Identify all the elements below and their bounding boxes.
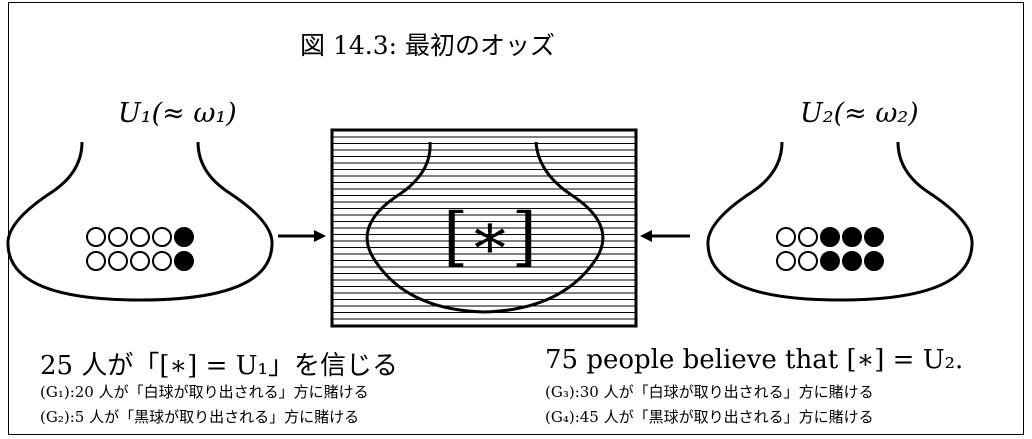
arrow-left-to-center	[278, 230, 326, 242]
white-ball	[776, 251, 796, 271]
white-ball	[108, 227, 128, 247]
black-ball	[174, 227, 194, 247]
urn-center	[365, 141, 605, 314]
white-ball	[86, 227, 106, 247]
urn-right-label: U₂(≈ ω₂)	[800, 98, 919, 129]
black-ball	[820, 251, 840, 271]
right-group-g4: (G₄):45 人が「黒球が取り出される」方に賭ける	[545, 408, 874, 426]
black-ball	[820, 227, 840, 247]
right-group-g3: (G₃):30 人が「白球が取り出される」方に賭ける	[545, 383, 874, 401]
white-ball	[130, 251, 150, 271]
left-belief-text: 25 人が「[∗] = U₁」を信じる	[40, 351, 398, 381]
white-ball	[152, 251, 172, 271]
white-ball	[776, 227, 796, 247]
center-label: [∗]	[443, 200, 536, 274]
white-ball	[130, 227, 150, 247]
figure-frame	[8, 2, 1024, 435]
white-ball	[152, 227, 172, 247]
left-group-g1: (G₁):20 人が「白球が取り出される」方に賭ける	[40, 383, 369, 401]
black-ball	[842, 251, 862, 271]
black-ball	[174, 251, 194, 271]
left-group-g2: (G₂):5 人が「黒球が取り出される」方に賭ける	[40, 408, 360, 426]
urn-left-label: U₁(≈ ω₁)	[118, 98, 237, 129]
white-ball	[798, 251, 818, 271]
white-ball	[108, 251, 128, 271]
white-ball	[86, 251, 106, 271]
urn-right-balls	[776, 227, 884, 271]
urn-left-balls	[86, 227, 194, 271]
black-ball	[864, 251, 884, 271]
urn-left	[6, 141, 274, 302]
center-box	[330, 128, 638, 328]
black-ball	[864, 227, 884, 247]
figure-title: 図 14.3: 最初のオッズ	[300, 31, 555, 60]
white-ball	[798, 227, 818, 247]
arrow-right-to-center	[640, 230, 690, 242]
urn-right	[706, 141, 974, 302]
black-ball	[842, 227, 862, 247]
right-belief-text: 75 people believe that [∗] = U₂.	[545, 345, 964, 375]
